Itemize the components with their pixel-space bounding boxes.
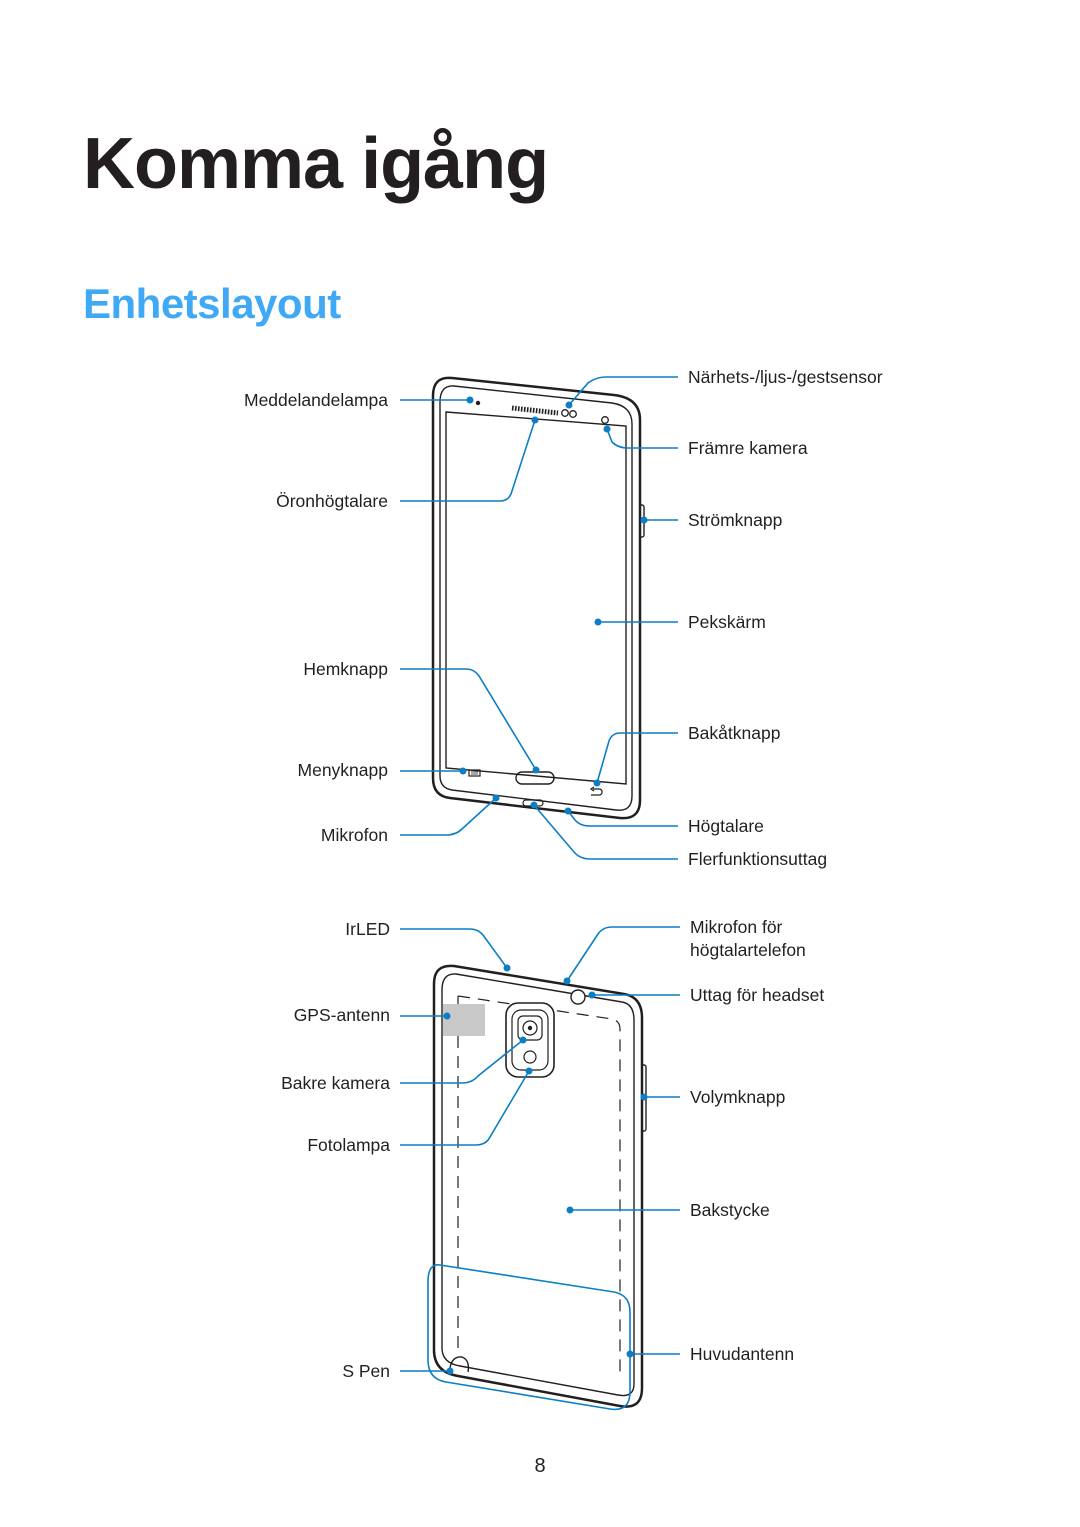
front-callout-lines [400, 376, 678, 860]
label-notification-light: Meddelandelampa [244, 390, 388, 410]
label-back-cover: Bakstycke [690, 1200, 770, 1220]
label-microphone: Mikrofon [320, 825, 388, 845]
label-earpiece: Öronhögtalare [276, 491, 388, 511]
section-title: Enhetslayout [83, 280, 341, 327]
label-touchscreen: Pekskärm [688, 612, 766, 632]
label-main-antenna: Huvudantenn [690, 1344, 795, 1364]
page-number: 8 [534, 1455, 546, 1477]
label-power-key: Strömknapp [688, 510, 783, 530]
label-multipurpose-jack: Flerfunktionsuttag [688, 849, 828, 869]
back-callout-lines [400, 926, 680, 1411]
label-menu-key: Menyknapp [297, 760, 388, 780]
label-speakerphone-mic-line2: högtalartelefon [690, 940, 806, 960]
label-gps-antenna: GPS-antenn [293, 1005, 390, 1025]
label-rear-camera: Bakre kamera [281, 1073, 390, 1093]
label-home-key: Hemknapp [303, 659, 388, 679]
chapter-title: Komma igång [83, 124, 549, 204]
label-flash: Fotolampa [307, 1135, 390, 1155]
back-device-illustration [432, 964, 647, 1408]
label-irled: IrLED [345, 919, 390, 939]
label-headset-jack: Uttag för headset [690, 985, 825, 1005]
label-proximity-sensor: Närhets-/ljus-/gestsensor [688, 367, 883, 387]
label-volume-key: Volymknapp [690, 1087, 786, 1107]
label-front-camera: Främre kamera [688, 438, 808, 458]
label-speaker: Högtalare [688, 816, 764, 836]
label-speakerphone-mic-line1: Mikrofon för [690, 917, 783, 937]
label-s-pen: S Pen [342, 1361, 390, 1381]
label-back-key: Bakåtknapp [688, 723, 781, 743]
front-device-illustration [431, 376, 645, 820]
